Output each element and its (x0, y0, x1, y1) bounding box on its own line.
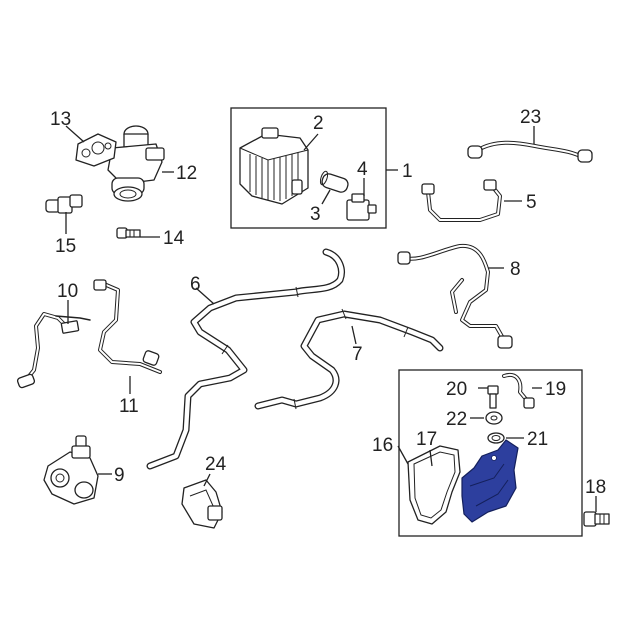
callout-10: 10 (57, 281, 78, 302)
callout-15: 15 (55, 236, 76, 257)
gasket-17-part[interactable] (407, 445, 461, 525)
callout-17: 17 (416, 429, 437, 450)
callout-8: 8 (510, 259, 521, 280)
callout-6: 6 (190, 274, 201, 295)
callout-1: 1 (402, 161, 413, 182)
sensor-15-part[interactable] (45, 194, 83, 214)
bracket-24-part[interactable] (181, 479, 223, 529)
callout-24: 24 (205, 454, 227, 475)
cover-assembly-box (398, 369, 583, 537)
callout-13: 13 (50, 109, 71, 130)
bolt-14-part[interactable] (116, 227, 141, 239)
callout-14: 14 (163, 228, 185, 249)
callout-9: 9 (114, 465, 125, 486)
bolt-18-part[interactable] (583, 511, 610, 527)
leader-lines (65, 125, 597, 512)
callout-7: 7 (352, 344, 363, 365)
callout-12: 12 (176, 163, 197, 184)
hose-8-part[interactable] (397, 243, 513, 349)
cover-16-part[interactable] (461, 439, 519, 523)
filter-part[interactable] (319, 170, 350, 193)
hose-5-part[interactable] (421, 179, 502, 222)
callout-5: 5 (526, 192, 537, 213)
oring-21-part[interactable] (487, 432, 505, 444)
sensor-10-part[interactable] (16, 312, 91, 389)
canister-part[interactable] (239, 127, 309, 205)
fitting-20-part[interactable] (487, 385, 499, 409)
tube-7-part[interactable] (254, 308, 444, 410)
callout-18: 18 (585, 477, 606, 498)
callout-23: 23 (520, 107, 541, 128)
callout-20: 20 (446, 379, 467, 400)
callout-19: 19 (545, 379, 566, 400)
tube-6-part[interactable] (146, 248, 345, 470)
egr-valve-part[interactable] (107, 125, 165, 202)
callout-2: 2 (313, 113, 324, 134)
callout-labels: 1 2 3 4 5 6 7 8 9 10 11 12 13 14 15 16 1… (50, 107, 606, 498)
hose-23-part[interactable] (467, 140, 593, 163)
seal-22-part[interactable] (485, 411, 503, 425)
valve-part[interactable] (346, 193, 377, 221)
callout-11: 11 (119, 396, 139, 417)
callout-16: 16 (372, 435, 393, 456)
callout-3: 3 (310, 204, 321, 225)
hose-19-part[interactable] (502, 373, 535, 409)
canister-assembly-box (230, 107, 387, 229)
sensor-11-part[interactable] (93, 279, 162, 374)
callout-4: 4 (357, 159, 368, 180)
callout-21: 21 (527, 429, 548, 450)
valve-9-part[interactable] (43, 435, 99, 505)
callout-22: 22 (446, 409, 467, 430)
gasket-part[interactable] (75, 133, 117, 167)
